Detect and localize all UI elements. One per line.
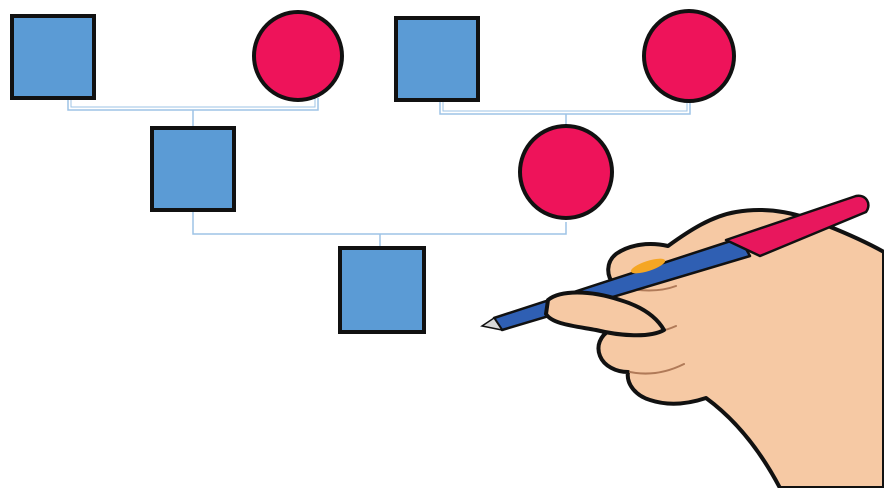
- pen-tip: [480, 316, 504, 332]
- female-circle: [518, 124, 614, 220]
- male-square: [150, 126, 236, 212]
- male-square: [338, 246, 426, 334]
- male-square: [10, 14, 96, 100]
- couple-line-right: [439, 100, 691, 115]
- female-circle: [252, 10, 344, 102]
- couple-line-left: [67, 98, 319, 111]
- connector-lines: [67, 98, 691, 248]
- couple-line-left-inner: [70, 98, 316, 108]
- pen-grip-accent: [630, 258, 666, 274]
- couple-line-right-inner: [442, 100, 688, 112]
- male-square: [394, 16, 480, 102]
- hand-with-pen-illustration: [480, 194, 884, 488]
- finger-crease: [629, 363, 685, 375]
- thumb-shape: [544, 290, 666, 338]
- couple-line-bottom: [192, 212, 567, 235]
- female-circle: [642, 9, 736, 103]
- pen-cap: [724, 194, 870, 258]
